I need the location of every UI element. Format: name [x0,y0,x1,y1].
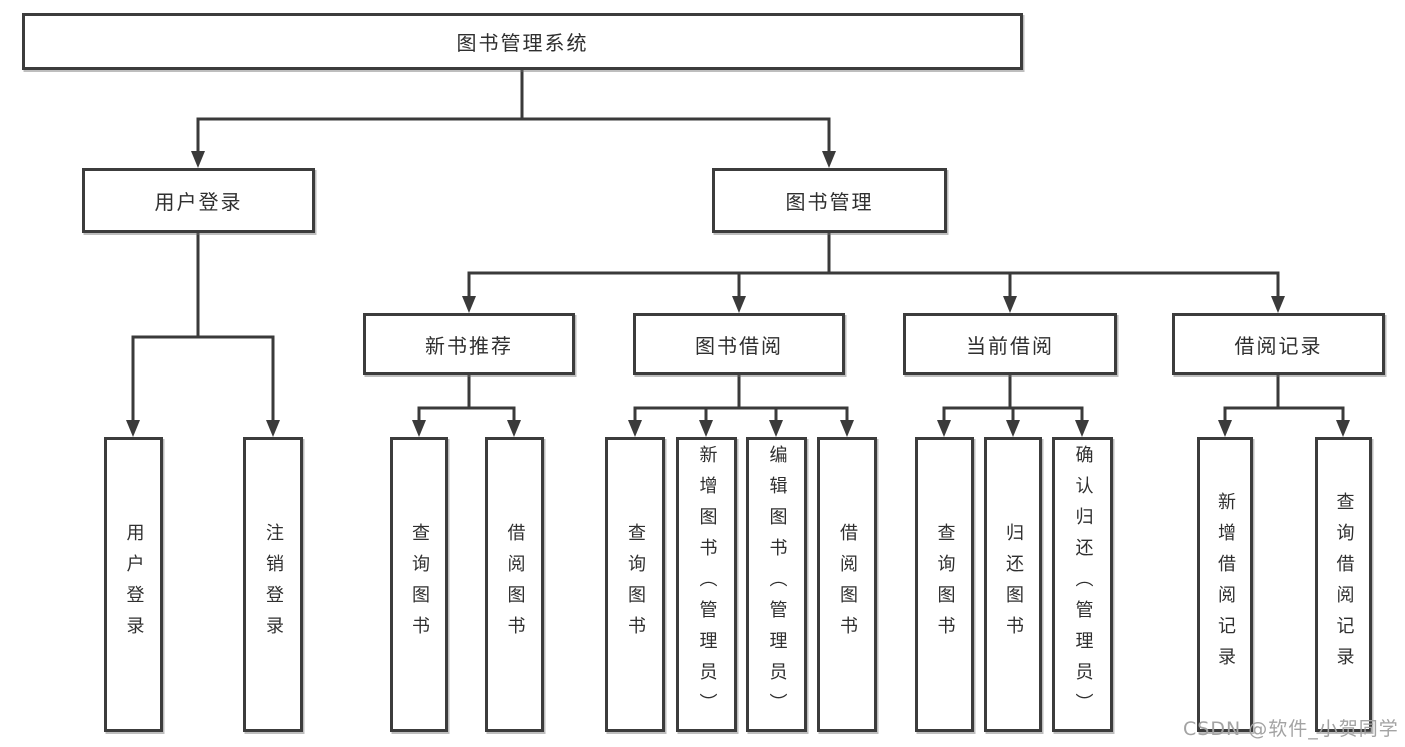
leaf-label: 新增借阅记录 [1215,491,1236,678]
node-label: 新书推荐 [425,333,513,358]
leaf-label: 借阅图书 [504,522,526,647]
node-label: 图书管理 [785,190,874,214]
leaf-label: 查询图书 [625,522,646,647]
leaf-label: 注销登录 [263,522,284,647]
node-borrowing-records: 借阅记录 [1172,313,1385,375]
node-user-login: 用户登录 [82,168,315,233]
leaf-label: 编辑图书（管理员） [766,445,788,724]
node-label: 当前借阅 [966,333,1054,358]
node-label: 图书借阅 [695,333,783,358]
node-new-book-recommendation: 新书推荐 [363,313,575,375]
leaf-label: 查询借阅记录 [1333,491,1355,678]
node-book-management: 图书管理 [712,168,947,233]
leaf-borrow-books: 借阅图书 [817,437,877,732]
leaf-add-borrow-record: 新增借阅记录 [1197,437,1253,732]
leaf-label: 用户登录 [123,522,145,647]
leaf-label: 借阅图书 [837,522,858,647]
leaf-query-borrow-record: 查询借阅记录 [1315,437,1372,732]
node-label: 借阅记录 [1234,333,1323,358]
leaf-query-books-current: 查询图书 [915,437,974,732]
node-current-borrowing: 当前借阅 [903,313,1117,375]
leaf-label: 新增图书（管理员） [696,445,718,724]
node-library-management-system: 图书管理系统 [22,13,1023,70]
csdn-watermark: CSDN @软件_小贺同学 [1183,718,1399,740]
leaf-confirm-return-admin: 确认归还（管理员） [1052,437,1113,732]
leaf-logout: 注销登录 [243,437,303,732]
node-book-borrowing: 图书借阅 [633,313,845,375]
node-label: 用户登录 [154,190,243,214]
leaf-edit-books-admin: 编辑图书（管理员） [746,437,807,732]
leaf-return-books: 归还图书 [984,437,1042,732]
leaf-label: 查询图书 [934,522,956,647]
leaf-query-books-recommend: 查询图书 [390,437,448,732]
leaf-label: 确认归还（管理员） [1072,445,1094,724]
leaf-label: 查询图书 [409,522,430,647]
leaf-query-books-borrowing: 查询图书 [605,437,665,732]
node-label: 图书管理系统 [456,31,589,55]
leaf-add-books-admin: 新增图书（管理员） [676,437,737,732]
leaf-label: 归还图书 [1003,522,1024,647]
leaf-user-login: 用户登录 [104,437,163,732]
leaf-borrow-books-recommend: 借阅图书 [485,437,544,732]
